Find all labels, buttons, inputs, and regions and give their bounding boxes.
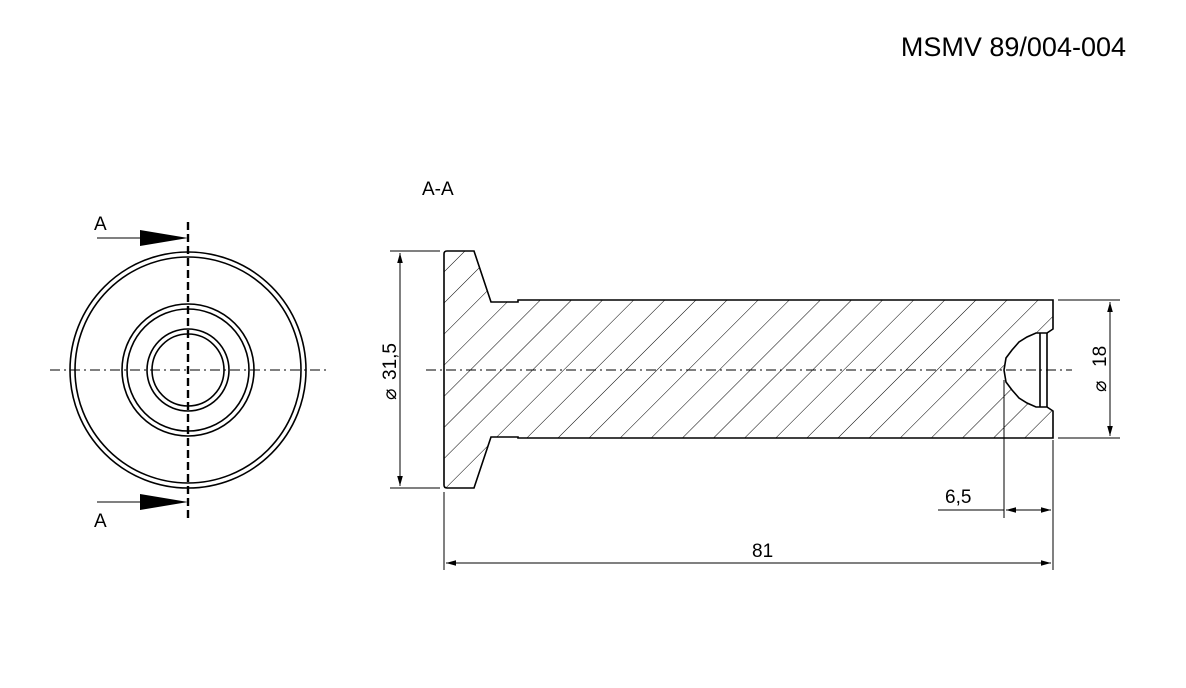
dimension-value-head-diameter: 31,5 — [380, 343, 401, 380]
end-view: A A — [50, 214, 326, 532]
bore-circle — [146, 328, 230, 412]
section-view — [426, 250, 1072, 489]
section-arrowhead-top — [140, 230, 188, 246]
section-title: A-A — [422, 179, 454, 200]
dimension-value-overall-length: 81 — [752, 541, 773, 562]
drawing-number: MSMV 89/004-004 — [901, 32, 1126, 62]
diameter-symbol-head: ⌀ — [380, 389, 401, 400]
diameter-symbol-bore: ⌀ — [1090, 381, 1111, 392]
dimension-value-bore-diameter: 18 — [1090, 346, 1111, 367]
dimension-bore-diameter: ⌀ 18 — [1058, 299, 1120, 439]
section-mark-top: A — [94, 214, 107, 235]
section-arrowhead-bottom — [140, 494, 188, 510]
dimension-value-recess-depth: 6,5 — [945, 487, 971, 508]
dimension-overall-length: 81 — [443, 492, 1051, 570]
dimension-head-diameter: ⌀ 31,5 — [380, 250, 440, 489]
section-mark-bottom: A — [94, 511, 107, 532]
dimension-recess-depth: 6,5 — [938, 380, 1054, 570]
